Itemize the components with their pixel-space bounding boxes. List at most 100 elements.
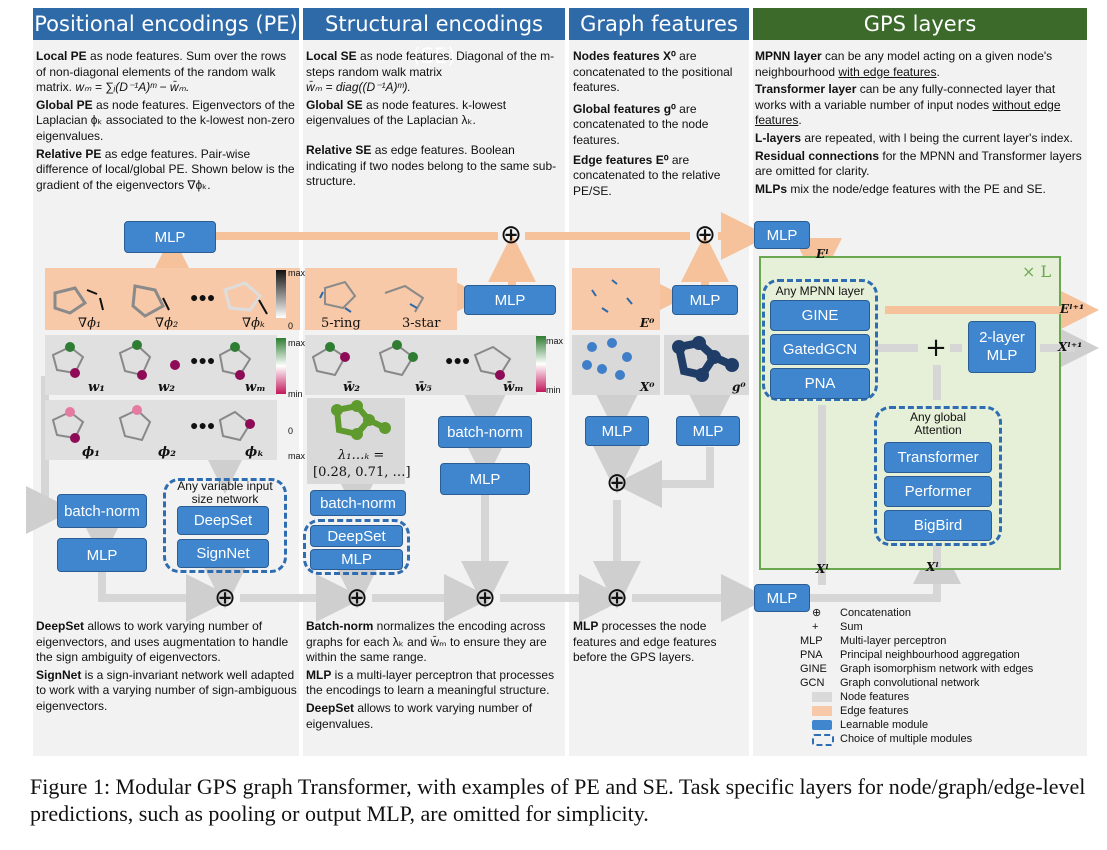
X0-label: X⁰: [640, 380, 655, 394]
se-batch-norm-right[interactable]: batch-norm: [438, 416, 532, 448]
gf-mlp-global[interactable]: MLP: [676, 416, 740, 446]
gatedgcn-module[interactable]: GatedGCN: [770, 334, 870, 365]
pe-batch-norm[interactable]: batch-norm: [57, 494, 147, 528]
concat-icon: ⊕: [500, 220, 522, 250]
colorbar-min-label: min: [546, 385, 561, 395]
pe-rw-colorbar: [276, 338, 286, 394]
concat-icon: ⊕: [694, 220, 716, 250]
wbarm-label: w̄ₘ: [503, 380, 524, 395]
colorbar-max-label: max: [288, 338, 306, 348]
pe-randomwalk-panel: ●●●: [45, 335, 277, 395]
star-label: 3-star: [402, 316, 441, 331]
wbar5-label: w̄₅: [415, 380, 432, 395]
dots-icon: ●●●: [445, 352, 470, 368]
se-batch-norm-left[interactable]: batch-norm: [310, 490, 406, 516]
Xl-label-left: Xˡ: [816, 562, 829, 576]
colorbar-max-label: max: [288, 268, 306, 278]
eigval-graph: [331, 400, 391, 440]
pe-bottom-text: DeepSet allows to work varying number of…: [36, 619, 297, 713]
concat-icon: ⊕: [474, 583, 496, 613]
variable-input-title: Any variable input size network: [177, 479, 273, 506]
se-substructure-panel: [305, 268, 457, 330]
pe-eigvec-panel: ●●●: [45, 400, 277, 460]
gps-description: MPNN layer can be any model acting on a …: [755, 49, 1082, 196]
pe-gradient-panel: ●●●: [45, 268, 300, 330]
grad2-label: ∇ϕ₂: [155, 316, 179, 331]
wm-label: wₘ: [245, 380, 266, 395]
edge-feature-swatch: [812, 706, 832, 716]
transformer-module[interactable]: Transformer: [884, 442, 992, 473]
gf-mlp-node[interactable]: MLP: [585, 416, 649, 446]
w1-label: w₁: [88, 380, 105, 395]
pe-mlp-bottom[interactable]: MLP: [57, 538, 147, 572]
deepset-module[interactable]: DeepSet: [177, 506, 269, 535]
pna-module[interactable]: PNA: [770, 368, 870, 399]
eigvec-graphs: ●●●: [51, 405, 255, 443]
se-rw-colorbar: [536, 336, 546, 392]
signnet-module[interactable]: SignNet: [177, 539, 269, 568]
se-header: Structural encodings (SE): [303, 8, 565, 68]
se-mlp-top[interactable]: MLP: [464, 285, 556, 315]
colorbar-max-label: max: [546, 336, 564, 346]
ring-label: 5-ring: [321, 316, 361, 331]
two-layer-mlp-module[interactable]: 2-layer MLP: [968, 321, 1036, 373]
gf-mlp-edge[interactable]: MLP: [672, 285, 738, 315]
colorbar-max-label: max: [288, 451, 306, 461]
edge-graph: [591, 279, 633, 313]
se-mlp-right[interactable]: MLP: [440, 463, 530, 495]
colorbar-zero-label: 0: [288, 426, 294, 436]
colorbar-min-label: min: [288, 389, 303, 399]
Xl-label-right: Xˡ: [926, 560, 939, 574]
gradient-graphs: ●●●: [53, 281, 268, 318]
timesL-label: × L: [1022, 262, 1052, 281]
sum-icon: +: [925, 333, 947, 363]
mpnn-choice: [762, 279, 878, 401]
concat-icon: ⊕: [606, 583, 628, 613]
pe-mlp-top[interactable]: MLP: [124, 221, 216, 253]
bigbird-module[interactable]: BigBird: [884, 510, 992, 541]
node-feature-swatch: [812, 692, 832, 702]
gf-node-panel: [572, 335, 660, 395]
variable-input-choice: [163, 478, 287, 573]
se-description: Local SE as node features. Diagonal of t…: [306, 49, 557, 189]
module-swatch: [812, 720, 832, 730]
se-deepset-choice: [303, 519, 410, 575]
gf-description: Nodes features X⁰ are concatenated to th…: [573, 49, 733, 198]
E0-label: E⁰: [640, 316, 655, 330]
gf-global-panel: [664, 335, 749, 395]
g0-label: g⁰: [732, 380, 746, 394]
concat-icon: ⊕: [214, 583, 236, 613]
concat-icon: ⊕: [606, 468, 628, 498]
dots-icon: ●●●: [190, 289, 215, 305]
concat-icon: ⊕: [346, 583, 368, 613]
pe-gradient-colorbar: [276, 270, 286, 318]
w2-label: w₂: [158, 380, 175, 395]
node-graph: [582, 338, 632, 380]
El-label: Eˡ: [816, 247, 829, 261]
se-eigval-panel: [307, 398, 405, 484]
gradk-label: ∇ϕₖ: [242, 316, 265, 331]
Xl1-label: Xˡ⁺¹: [1058, 340, 1083, 354]
mpnn-title: Any MPNN layer: [775, 284, 865, 298]
performer-module[interactable]: Performer: [884, 476, 992, 507]
gf-edge-panel: [572, 268, 660, 330]
substructure-graphs: [319, 280, 425, 313]
phik-label: ϕₖ: [245, 445, 265, 460]
lambda-label: λ₁…ₖ =: [338, 448, 385, 463]
gps-header: GPS layers: [753, 8, 1087, 40]
gf-header: Graph features: [569, 8, 749, 40]
se-mlp-module[interactable]: MLP: [310, 549, 403, 570]
gps-mlp-node[interactable]: MLP: [754, 584, 810, 612]
gps-mlp-edge[interactable]: MLP: [754, 221, 810, 249]
colorbar-zero-label: 0: [288, 321, 294, 331]
se-rw-panel: ●●●: [305, 335, 537, 395]
gf-bottom-text: MLP processes the node features and edge…: [573, 619, 717, 665]
se-deepset-module[interactable]: DeepSet: [310, 525, 403, 547]
pe-header: Positional encodings (PE): [33, 8, 299, 40]
global-graph: [672, 336, 739, 382]
choice-swatch: [812, 734, 834, 746]
gine-module[interactable]: GINE: [770, 300, 870, 331]
dots-icon: ●●●: [190, 417, 215, 433]
phi1-label: ϕ₁: [82, 445, 100, 460]
